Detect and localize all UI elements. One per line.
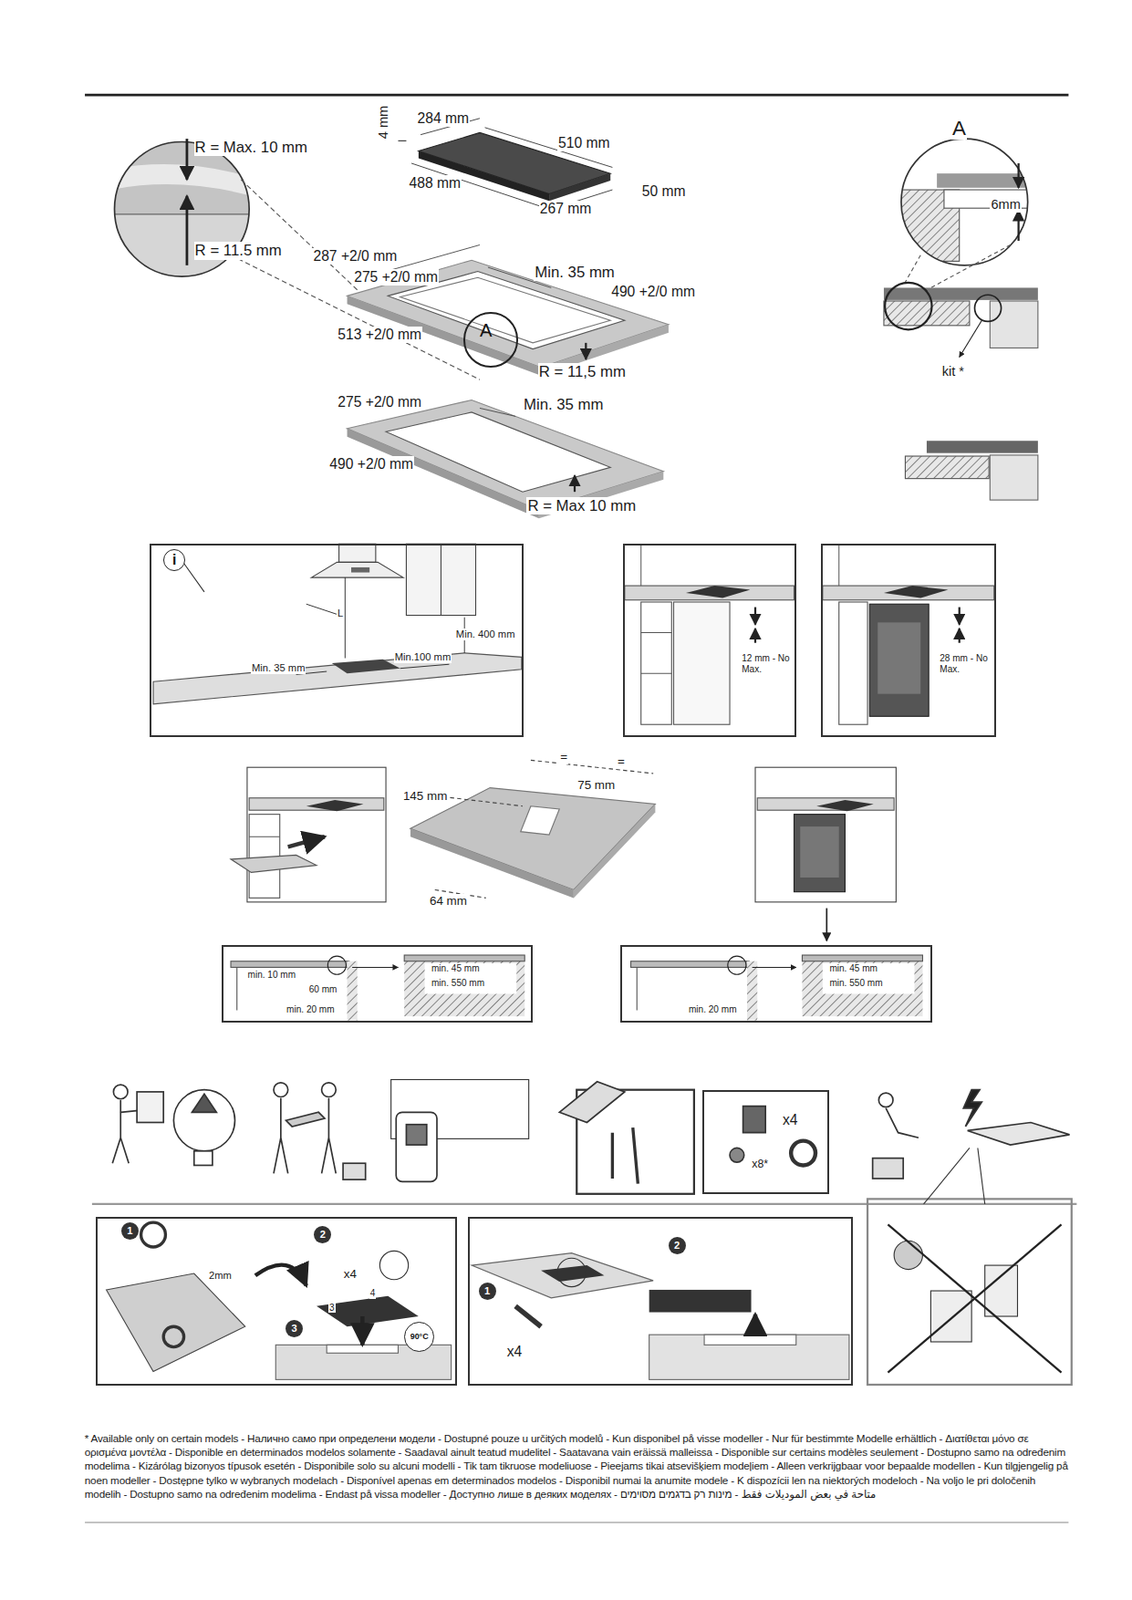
- dimension-label: 2mm: [207, 1269, 233, 1282]
- clearance-panel: L Min. 400 mmMin.100 mm Min. 35 mm i: [149, 543, 524, 737]
- accessory-box: x4 x8*: [702, 1090, 830, 1195]
- temperature-circle: 90°C: [404, 1321, 436, 1353]
- radius-label: R = Max. 10 mm: [194, 138, 309, 156]
- dimension-label: 510 mm: [557, 135, 612, 152]
- dimension-label: L: [336, 607, 344, 620]
- dimension-label: min. 550 mm: [828, 977, 883, 989]
- dimension-label: x4: [506, 1343, 524, 1361]
- dimension-label: 6mm: [989, 197, 1021, 213]
- dimension-label: Min. 35 mm: [522, 395, 605, 414]
- dimension-label: Min. 35 mm: [250, 662, 306, 675]
- dimension-label: 275 +2/0 mm: [353, 269, 439, 286]
- dimension-label: x4: [342, 1267, 358, 1281]
- dimension-label: Min. 400 mm: [455, 628, 517, 641]
- dimension-label: 64 mm: [428, 893, 468, 908]
- dimension-label: min. 45 mm: [828, 963, 879, 975]
- dimension-label: Min.100 mm: [394, 651, 453, 664]
- callout-number: A: [479, 321, 492, 340]
- dimension-label: min. 45 mm: [430, 963, 481, 975]
- dimension-label: 3: [328, 1302, 336, 1314]
- detail-letter: A: [951, 116, 967, 141]
- dimension-label: 75 mm: [576, 778, 616, 792]
- callout-number: i: [172, 552, 177, 568]
- dimension-label: 267 mm: [539, 200, 593, 218]
- section-panel: min. 45 mm min. 10 mm min. 550 mm 60 mm min.…: [221, 945, 533, 1023]
- clearance-panel: 28 mm - No Max.: [820, 543, 997, 737]
- step-number: 1: [121, 1222, 139, 1240]
- dimension-label: 12 mm - No Max.: [740, 653, 792, 675]
- dimension-label: min. 20 mm: [285, 1004, 336, 1016]
- step-number: 2: [668, 1236, 686, 1255]
- callout-number: 3: [290, 1323, 297, 1334]
- footnote: * Available only on certain models - Нал…: [83, 1431, 1072, 1501]
- dimension-label: min. 10 mm: [247, 969, 298, 981]
- callout-number: 1: [484, 1286, 490, 1297]
- dimension-label: 287 +2/0 mm: [311, 248, 398, 265]
- equal-mark: =: [616, 754, 626, 769]
- dimension-label: min. 550 mm: [430, 977, 486, 989]
- dimension-label: 488 mm: [408, 175, 463, 192]
- dimension-label: 145 mm: [402, 789, 448, 803]
- step-panel: 2mm x4 4 3 1 2 3 90°C: [95, 1216, 457, 1386]
- dimension-label: 60 mm: [308, 984, 339, 996]
- part-label: kit *: [941, 363, 966, 380]
- dimension-label: 490 +2/0 mm: [328, 456, 415, 473]
- info-circle: i: [163, 549, 187, 572]
- radius-label: R = Max 10 mm: [526, 497, 637, 515]
- radius-label: R = 11,5 mm: [538, 363, 627, 381]
- dimension-label: x4: [781, 1111, 800, 1129]
- step-panel: x4 1 2: [467, 1216, 854, 1386]
- step-number: 3: [285, 1319, 303, 1338]
- callout-number: 1: [126, 1225, 133, 1236]
- dimension-label: 28 mm - No Max.: [938, 653, 990, 675]
- clearance-panel: 12 mm - No Max.: [623, 543, 797, 737]
- dimension-label: 4 mm: [374, 104, 391, 140]
- dimension-label: 284 mm: [416, 110, 471, 127]
- step-number: 2: [313, 1225, 332, 1244]
- step-number: 1: [478, 1282, 497, 1300]
- callout-number: 2: [674, 1240, 680, 1251]
- detail-circle: A: [463, 311, 519, 367]
- callout-number: 90°C: [410, 1332, 429, 1341]
- dimension-label: 50 mm: [641, 183, 687, 200]
- dimension-label: x8*: [750, 1157, 769, 1171]
- dimension-label: min. 20 mm: [687, 1004, 738, 1016]
- dimension-label: 490 +2/0 mm: [610, 283, 696, 301]
- dimension-label: 513 +2/0 mm: [336, 326, 423, 343]
- section-panel: min. 45 mm min. 550 mm min. 20 mm: [620, 945, 932, 1023]
- equal-mark: =: [559, 749, 569, 764]
- dimension-label: 4: [369, 1287, 377, 1299]
- dimension-label: 275 +2/0 mm: [336, 394, 423, 411]
- dimension-label: Min. 35 mm: [533, 263, 616, 281]
- callout-number: 2: [320, 1229, 326, 1240]
- radius-label: R = 11.5 mm: [194, 241, 283, 260]
